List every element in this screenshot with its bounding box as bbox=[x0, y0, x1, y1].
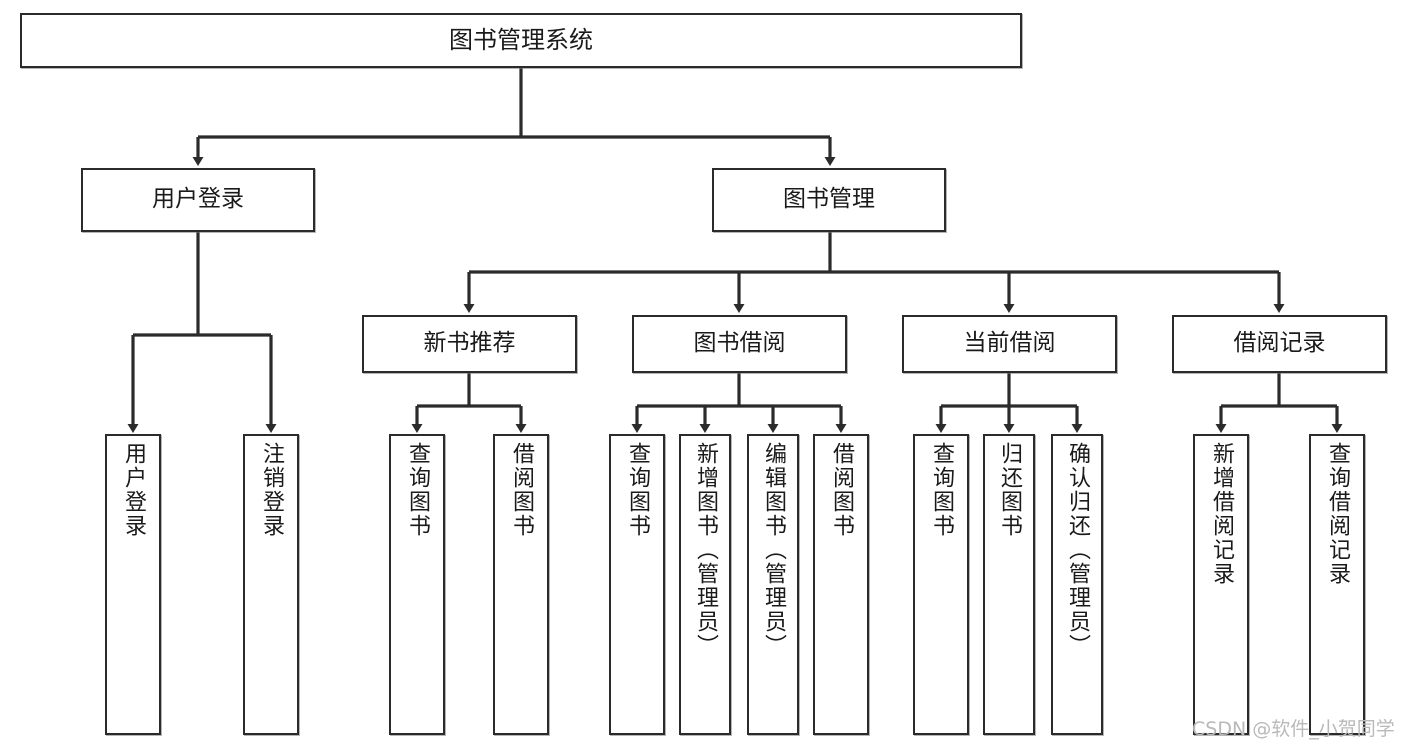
leaf-edit-book-admin[interactable]: 编辑图书（管理员） bbox=[747, 434, 799, 735]
leaf-borrow-book-newbook-label: 借阅图书 bbox=[509, 442, 534, 538]
leaf-user-login-label: 用户登录 bbox=[121, 442, 146, 538]
node-borrow-record-label: 借阅记录 bbox=[1233, 330, 1326, 357]
watermark: CSDN @软件_小贺同学 bbox=[1192, 718, 1395, 740]
node-book-management-label: 图书管理 bbox=[783, 186, 875, 213]
node-new-book-recommend[interactable]: 新书推荐 bbox=[362, 315, 577, 373]
leaf-add-book-admin-label: 新增图书（管理员） bbox=[693, 442, 718, 658]
node-user-login-label: 用户登录 bbox=[152, 186, 244, 213]
leaf-confirm-return-admin-label: 确认归还（管理员） bbox=[1065, 442, 1090, 658]
leaf-user-login[interactable]: 用户登录 bbox=[105, 434, 161, 735]
leaf-borrow-book-borrow[interactable]: 借阅图书 bbox=[813, 434, 869, 735]
leaf-borrow-book-newbook[interactable]: 借阅图书 bbox=[493, 434, 549, 735]
node-current-borrow[interactable]: 当前借阅 bbox=[902, 315, 1117, 373]
leaf-query-borrow-record-label: 查询借阅记录 bbox=[1325, 442, 1350, 586]
leaf-logout-label: 注销登录 bbox=[259, 442, 284, 538]
leaf-confirm-return-admin[interactable]: 确认归还（管理员） bbox=[1051, 434, 1103, 735]
node-new-book-recommend-label: 新书推荐 bbox=[423, 330, 516, 357]
node-borrow-record[interactable]: 借阅记录 bbox=[1172, 315, 1387, 373]
node-book-borrow-label: 图书借阅 bbox=[693, 330, 786, 357]
leaf-add-book-admin[interactable]: 新增图书（管理员） bbox=[679, 434, 731, 735]
node-root[interactable]: 图书管理系统 bbox=[20, 13, 1022, 68]
leaf-borrow-book-borrow-label: 借阅图书 bbox=[829, 442, 854, 538]
leaf-query-book-current[interactable]: 查询图书 bbox=[913, 434, 969, 735]
leaf-add-borrow-record[interactable]: 新增借阅记录 bbox=[1193, 434, 1249, 735]
node-user-login[interactable]: 用户登录 bbox=[81, 168, 315, 232]
leaf-query-borrow-record[interactable]: 查询借阅记录 bbox=[1309, 434, 1365, 735]
leaf-edit-book-admin-label: 编辑图书（管理员） bbox=[761, 442, 786, 658]
leaf-return-book-label: 归还图书 bbox=[997, 442, 1022, 538]
node-book-management[interactable]: 图书管理 bbox=[712, 168, 946, 232]
node-current-borrow-label: 当前借阅 bbox=[963, 330, 1056, 357]
leaf-logout[interactable]: 注销登录 bbox=[243, 434, 299, 735]
leaf-query-book-current-label: 查询图书 bbox=[929, 442, 954, 538]
node-root-label: 图书管理系统 bbox=[449, 26, 593, 55]
leaf-query-book-newbook-label: 查询图书 bbox=[405, 442, 430, 538]
leaf-query-book-borrow[interactable]: 查询图书 bbox=[609, 434, 665, 735]
node-book-borrow[interactable]: 图书借阅 bbox=[632, 315, 847, 373]
leaf-add-borrow-record-label: 新增借阅记录 bbox=[1209, 442, 1234, 586]
leaf-return-book[interactable]: 归还图书 bbox=[983, 434, 1035, 735]
leaf-query-book-borrow-label: 查询图书 bbox=[625, 442, 650, 538]
leaf-query-book-newbook[interactable]: 查询图书 bbox=[389, 434, 445, 735]
